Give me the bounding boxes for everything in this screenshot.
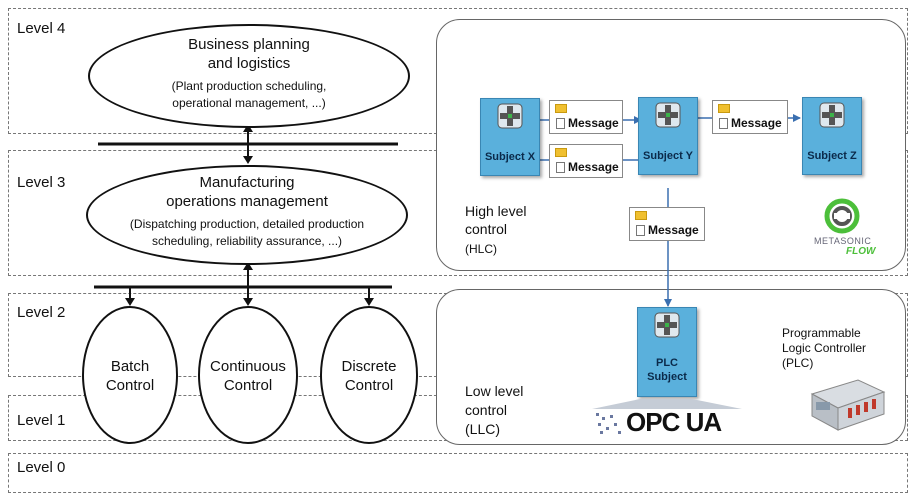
continuous-control-label-1: Continuous bbox=[210, 358, 286, 375]
batch-control-ellipse bbox=[82, 306, 178, 444]
message-y-to-plc: Message bbox=[629, 207, 705, 241]
llc-label-2: control bbox=[465, 402, 508, 418]
plc-subject-label-2: Subject bbox=[647, 371, 687, 383]
envelope-icon bbox=[635, 211, 647, 220]
plc-subject-plus-icon bbox=[654, 312, 680, 338]
level-0-label: Level 0 bbox=[17, 459, 66, 476]
llc-label-3: (LLC) bbox=[465, 421, 501, 437]
plc-desc-1: Programmable bbox=[782, 326, 861, 340]
mom-sub-2: scheduling, reliability assurance, ...) bbox=[151, 234, 343, 248]
level-1-label: Level 1 bbox=[17, 412, 66, 429]
mom-title-2: operations management bbox=[166, 193, 328, 210]
document-icon bbox=[556, 162, 565, 173]
plc-desc-2: Logic Controller bbox=[782, 341, 867, 355]
document-icon bbox=[556, 118, 565, 129]
hlc-label-2: control bbox=[465, 221, 508, 237]
continuous-control-label-2: Control bbox=[223, 377, 273, 394]
metasonic-flow-text: FLOW bbox=[846, 246, 876, 257]
level-2-label: Level 2 bbox=[17, 304, 66, 321]
mom-title-1: Manufacturing bbox=[199, 174, 295, 191]
discrete-control-label-1: Discrete bbox=[341, 358, 397, 375]
subject-x-plus-icon bbox=[497, 103, 523, 129]
envelope-icon bbox=[555, 148, 567, 157]
message-y-to-z: Message bbox=[712, 100, 788, 134]
subject-y-box: Subject Y bbox=[638, 97, 698, 175]
subject-z-plus-icon bbox=[819, 102, 845, 128]
llc-label-1: Low level bbox=[465, 383, 524, 399]
mom-sub-1: (Dispatching production, detailed produc… bbox=[129, 217, 365, 231]
opc-ua-logo-text: OPC UA bbox=[626, 407, 722, 437]
hlc-label-3: (HLC) bbox=[465, 242, 497, 256]
batch-control-label-1: Batch bbox=[110, 358, 150, 375]
message-label: Message bbox=[568, 160, 619, 174]
hlc-label-1: High level bbox=[465, 203, 527, 219]
document-icon bbox=[719, 118, 728, 129]
batch-control-label-2: Control bbox=[105, 377, 155, 394]
subject-x-label: Subject X bbox=[484, 151, 536, 163]
message-label: Message bbox=[731, 116, 782, 130]
subject-z-label: Subject Z bbox=[807, 150, 857, 162]
discrete-control-label-2: Control bbox=[344, 377, 394, 394]
business-planning-ellipse bbox=[88, 24, 410, 128]
manufacturing-ops-ellipse bbox=[86, 165, 408, 265]
plc-subject-box: PLC Subject bbox=[637, 307, 697, 397]
business-sub-1: (Plant production scheduling, bbox=[171, 79, 327, 93]
subject-y-label: Subject Y bbox=[643, 150, 693, 162]
continuous-control-ellipse bbox=[198, 306, 298, 444]
message-arrows bbox=[528, 114, 801, 307]
discrete-control-ellipse bbox=[320, 306, 418, 444]
business-title-1: Business planning bbox=[188, 36, 310, 53]
metasonic-logo-icon bbox=[824, 198, 860, 234]
message-x-to-y: Message bbox=[549, 100, 623, 134]
subject-x-box: Subject X bbox=[480, 98, 540, 176]
level-4-label: Level 4 bbox=[17, 20, 66, 37]
message-label: Message bbox=[568, 116, 619, 130]
message-label: Message bbox=[648, 223, 699, 237]
document-icon bbox=[636, 225, 645, 236]
level-3-label: Level 3 bbox=[17, 174, 66, 191]
business-sub-2: operational management, ...) bbox=[172, 96, 326, 110]
plc-hardware-icon bbox=[810, 379, 886, 431]
plc-subject-label-1: PLC bbox=[656, 357, 678, 369]
left-connectors bbox=[94, 124, 398, 306]
plc-desc-3: (PLC) bbox=[782, 356, 814, 370]
message-y-to-x: Message bbox=[549, 144, 623, 178]
opc-ua-logo-icon bbox=[592, 399, 742, 439]
subject-z-box: Subject Z bbox=[802, 97, 862, 175]
envelope-icon bbox=[555, 104, 567, 113]
envelope-icon bbox=[718, 104, 730, 113]
business-title-2: and logistics bbox=[207, 55, 291, 72]
metasonic-logo-text: METASONIC bbox=[814, 236, 872, 246]
subject-y-plus-icon bbox=[655, 102, 681, 128]
